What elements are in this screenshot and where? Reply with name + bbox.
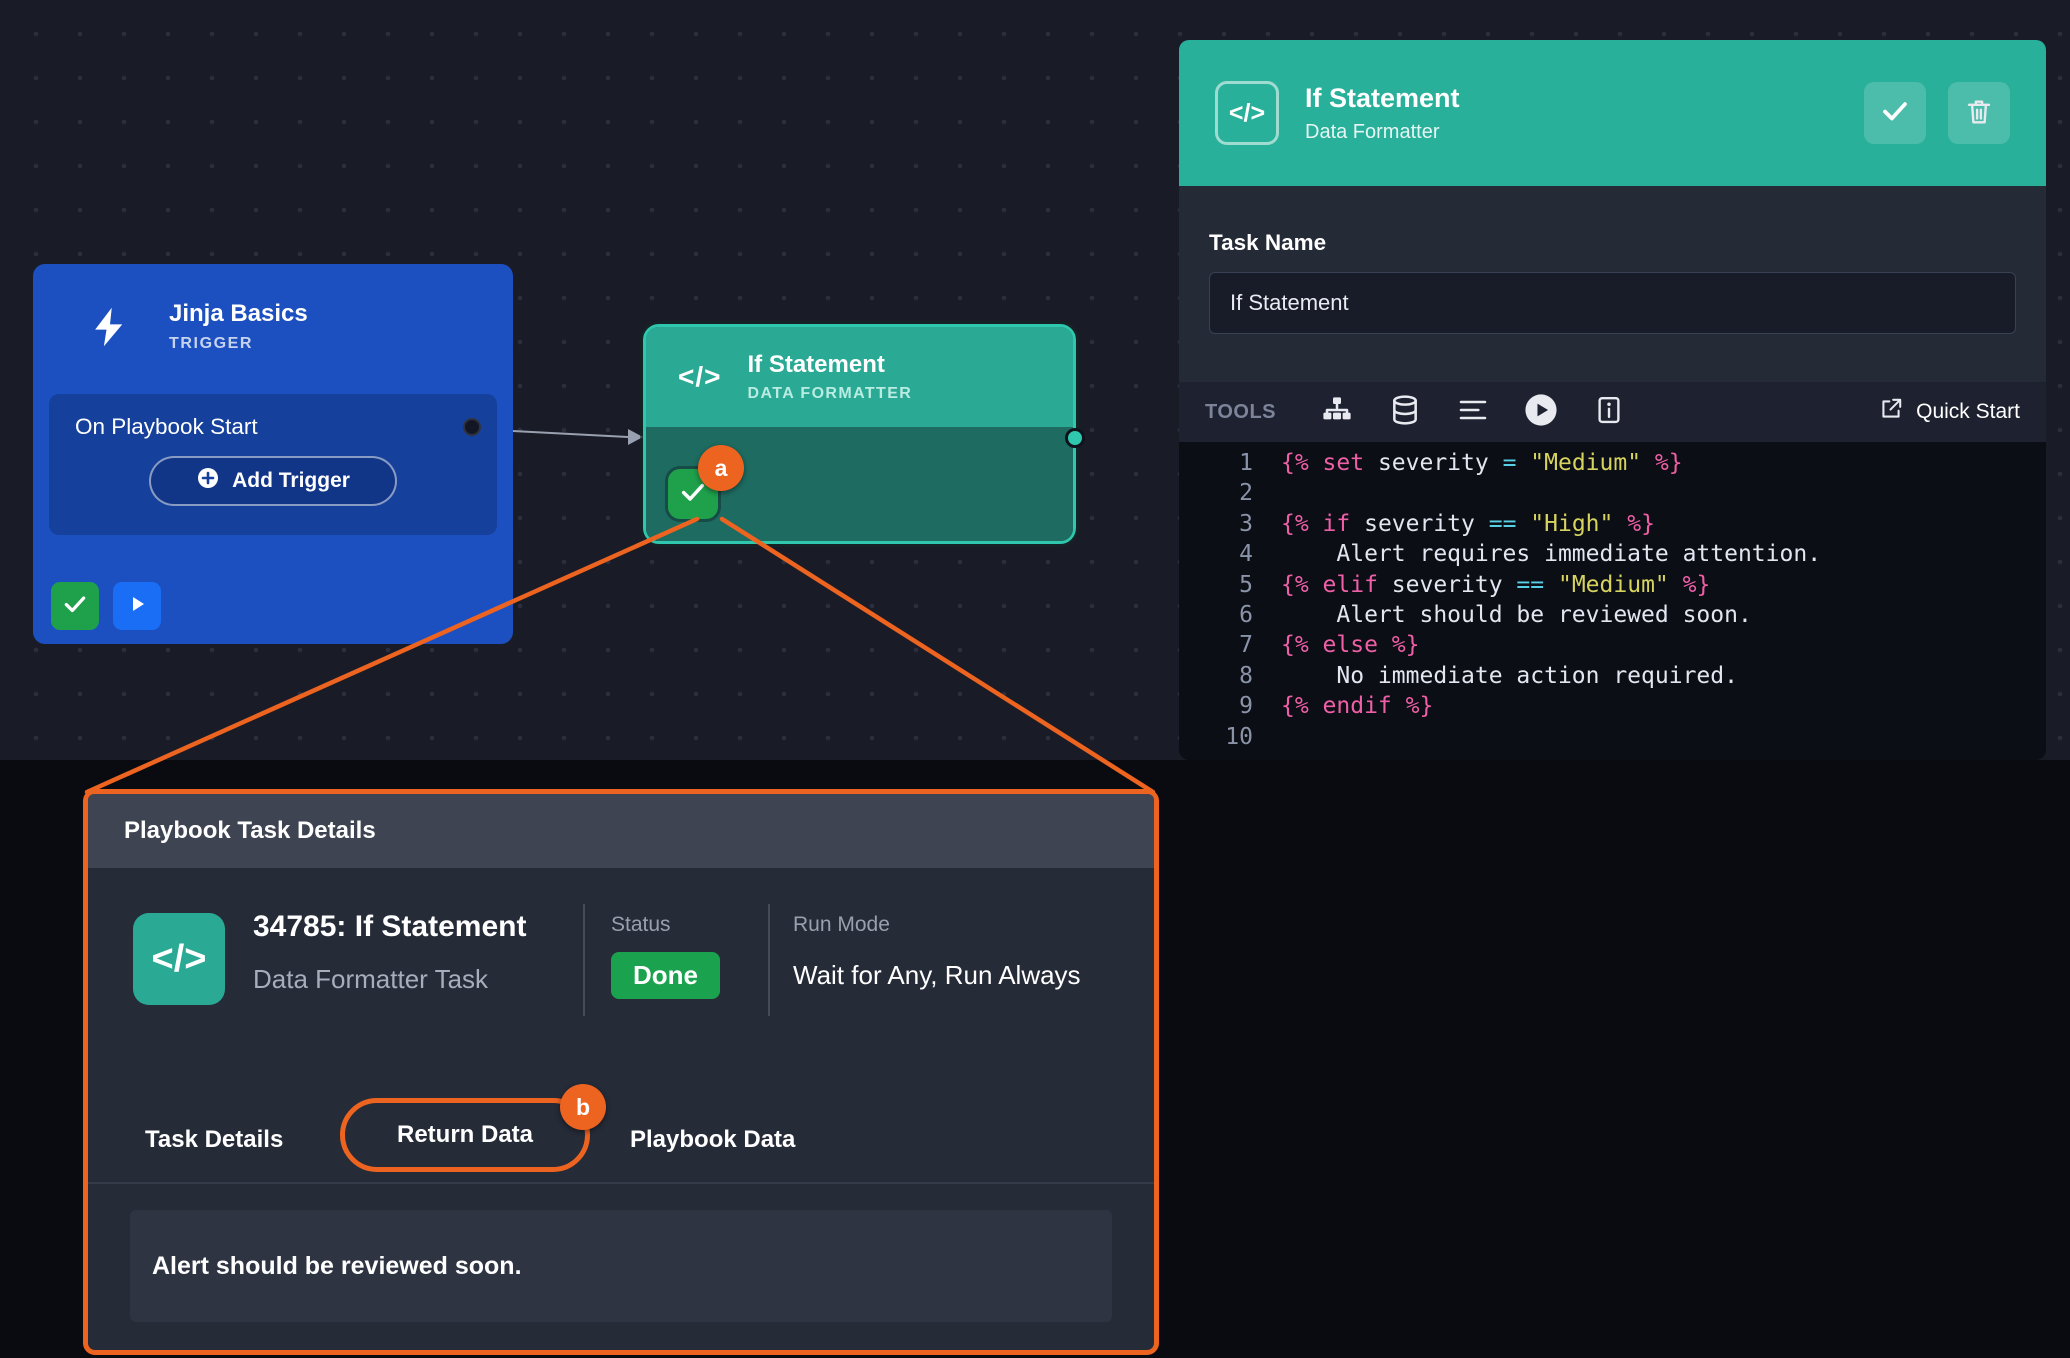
panel-confirm-button[interactable] <box>1864 82 1926 144</box>
panel-delete-button[interactable] <box>1948 82 2010 144</box>
toolbar-doc-button[interactable] <box>1590 393 1628 431</box>
panel-body: Task Name <box>1179 186 2046 382</box>
check-icon <box>62 591 88 622</box>
annotation-badge-b: b <box>560 1084 606 1130</box>
annotation-badge-a: a <box>698 445 744 491</box>
toolbar-run-button[interactable] <box>1522 393 1560 431</box>
info-doc-icon <box>1594 395 1624 430</box>
on-playbook-start-label: On Playbook Start <box>75 414 258 439</box>
trigger-actions <box>51 582 161 630</box>
tab-playbook-data[interactable]: Playbook Data <box>630 1126 796 1153</box>
check-icon <box>679 478 707 511</box>
quick-start-link[interactable]: Quick Start <box>1878 396 2020 428</box>
toolbar-lines-button[interactable] <box>1454 393 1492 431</box>
trigger-inner-panel: On Playbook Start Add Trigger <box>49 394 497 535</box>
on-playbook-start-row[interactable]: On Playbook Start <box>49 394 497 440</box>
modal-title: Playbook Task Details <box>124 817 376 844</box>
if-statement-node[interactable]: </> If Statement DATA FORMATTER a <box>643 324 1085 544</box>
tabs-row: Task Details Return Data b Playbook Data <box>88 1084 1154 1184</box>
toolbar-database-button[interactable] <box>1386 393 1424 431</box>
modal-task-subtitle: Data Formatter Task <box>253 964 489 994</box>
run-mode-value: Wait for Any, Run Always <box>793 960 1081 990</box>
return-data-text: Alert should be reviewed soon. <box>152 1251 522 1280</box>
trigger-run-button[interactable] <box>113 582 161 630</box>
modal-body: </> 34785: If Statement Data Formatter T… <box>88 868 1154 1350</box>
database-icon <box>1389 394 1421 431</box>
task-name-label: Task Name <box>1209 230 1327 255</box>
plus-icon <box>196 466 220 496</box>
check-icon <box>1880 96 1910 131</box>
modal-header: Playbook Task Details <box>88 794 1154 868</box>
node-header: </> If Statement DATA FORMATTER <box>646 327 1073 427</box>
run-mode-label: Run Mode <box>793 913 890 936</box>
panel-title: If Statement <box>1305 82 1460 113</box>
tools-toolbar: TOOLS <box>1179 382 2046 442</box>
tab-return-data[interactable]: Return Data <box>396 1121 534 1148</box>
sitemap-icon <box>1321 394 1353 431</box>
vertical-divider <box>768 904 770 1016</box>
play-circle-icon <box>1524 393 1558 432</box>
node-output-port[interactable] <box>1065 428 1085 448</box>
tab-task-details[interactable]: Task Details <box>145 1126 284 1153</box>
code-icon: </> <box>678 361 722 392</box>
external-link-icon <box>1878 396 1904 428</box>
trigger-title: Jinja Basics <box>169 300 308 327</box>
trigger-validate-button[interactable] <box>51 582 99 630</box>
node-type-label: DATA FORMATTER <box>747 385 913 402</box>
task-name-input[interactable] <box>1209 272 2016 334</box>
return-data-panel: Alert should be reviewed soon. <box>130 1210 1112 1322</box>
add-trigger-button[interactable]: Add Trigger <box>149 456 397 506</box>
panel-subtitle: Data Formatter <box>1305 120 1440 143</box>
modal-task-title: 34785: If Statement <box>253 910 527 943</box>
task-details-modal: Playbook Task Details </> 34785: If Stat… <box>83 789 1159 1355</box>
trigger-card[interactable]: Jinja Basics TRIGGER On Playbook Start A… <box>33 264 513 644</box>
lightning-icon <box>89 306 131 348</box>
tools-label: TOOLS <box>1205 400 1277 423</box>
trash-icon <box>1964 96 1994 131</box>
panel-code-icon: </> <box>1215 81 1279 145</box>
play-icon <box>125 592 149 621</box>
quick-start-label: Quick Start <box>1916 400 2020 423</box>
node-title: If Statement <box>747 351 885 378</box>
trigger-type-label: TRIGGER <box>169 335 254 352</box>
trigger-output-port[interactable] <box>463 418 481 436</box>
modal-task-icon: </> <box>133 913 225 1005</box>
text-lines-icon <box>1457 394 1489 431</box>
vertical-divider <box>583 904 585 1016</box>
return-data-highlight: Return Data <box>340 1098 590 1172</box>
task-config-panel: </> If Statement Data Formatter Task <box>1179 40 2046 760</box>
add-trigger-label: Add Trigger <box>232 469 350 492</box>
trigger-header: Jinja Basics TRIGGER <box>33 264 513 353</box>
panel-header: </> If Statement Data Formatter <box>1179 40 2046 186</box>
status-label: Status <box>611 913 671 936</box>
toolbar-sitemap-button[interactable] <box>1318 393 1356 431</box>
status-badge: Done <box>611 952 720 999</box>
